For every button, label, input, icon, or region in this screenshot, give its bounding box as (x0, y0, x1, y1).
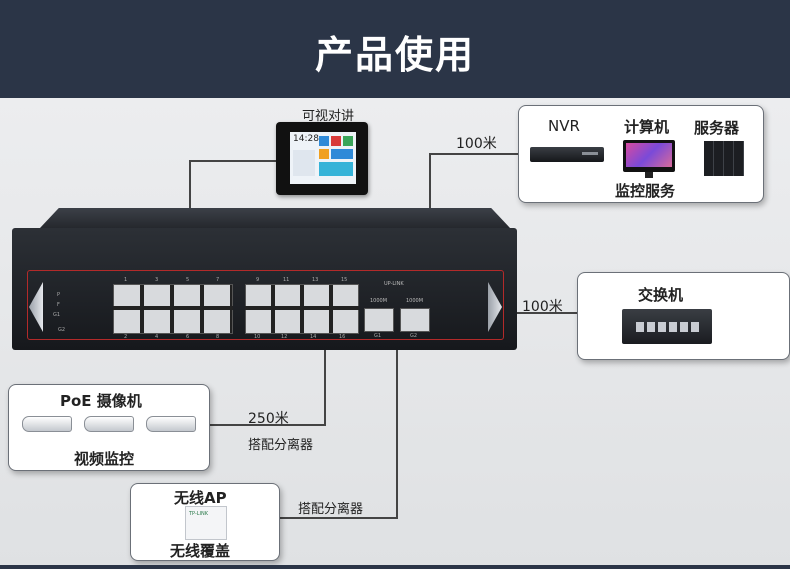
bottom-border (0, 565, 790, 569)
intercom-label: 可视对讲 (302, 109, 355, 124)
port-number: 15 (341, 277, 348, 283)
intercom-tile (319, 162, 353, 176)
port-number: 7 (216, 277, 220, 283)
port-number: 12 (281, 334, 288, 340)
port-number: 5 (186, 277, 190, 283)
computer-label: 计算机 (624, 118, 670, 136)
monitor-stand-icon (645, 172, 653, 178)
wire-ap-v (396, 350, 398, 519)
camera-label: PoE 摄像机 (60, 392, 142, 410)
title-banner: 产品使用 (0, 0, 790, 98)
server-distance: 100米 (456, 136, 497, 152)
switch-port-frame (27, 270, 504, 340)
switch-label: 交换机 (638, 286, 684, 304)
uplink-number: G2 (410, 333, 418, 339)
switch-icon (622, 309, 712, 344)
wire-intercom-h (189, 160, 278, 162)
ap-splitter-note: 搭配分离器 (298, 502, 364, 517)
port-number: 10 (254, 334, 261, 340)
port-number: 2 (124, 334, 128, 340)
intercom-tile (331, 149, 353, 159)
port-block-left-divider (113, 306, 233, 310)
led-label: G1 (53, 312, 61, 318)
intercom-device: 14:28 (276, 122, 368, 195)
wire-ap-h (279, 517, 398, 519)
intercom-tile (319, 149, 329, 159)
camera-splitter-note: 搭配分离器 (248, 438, 314, 453)
intercom-time: 14:28 (293, 134, 319, 144)
camera-icon (84, 416, 134, 432)
camera-icon (22, 416, 72, 432)
ap-brand-text: TP-LINK (189, 511, 209, 517)
wireless-coverage-caption: 无线覆盖 (170, 542, 231, 560)
uplink-speed-label: 1000M (370, 298, 388, 304)
port-number: 16 (339, 334, 346, 340)
led-label: P (57, 292, 61, 298)
port-number: 8 (216, 334, 220, 340)
video-monitoring-caption: 视频监控 (74, 450, 135, 468)
nvr-icon (530, 147, 604, 162)
intercom-tile (343, 136, 353, 146)
uplink-number: G1 (374, 333, 382, 339)
uplink-speed-label: 1000M (406, 298, 424, 304)
wire-server-v (429, 153, 431, 208)
port-number: 4 (155, 334, 159, 340)
switch-top-panel (40, 208, 510, 228)
intercom-tile (293, 150, 315, 176)
port-number: 1 (124, 277, 128, 283)
uplink-port-g1 (364, 308, 394, 332)
server-label: 服务器 (694, 119, 740, 137)
led-label: G2 (58, 327, 66, 333)
server-rack-icon (704, 141, 744, 176)
intercom-screen: 14:28 (290, 132, 356, 184)
port-number: 11 (283, 277, 290, 283)
wire-switch-h (517, 312, 579, 314)
monitoring-service-caption: 监控服务 (615, 182, 676, 200)
uplink-label: UP-LINK (384, 281, 404, 287)
uplink-port-g2 (400, 308, 430, 332)
wire-intercom-v (189, 160, 191, 208)
intercom-tile (319, 136, 329, 146)
wire-camera-h (209, 424, 326, 426)
port-number: 14 (310, 334, 317, 340)
port-number: 9 (256, 277, 260, 283)
camera-icon (146, 416, 196, 432)
nvr-label: NVR (548, 117, 580, 135)
port-number: 3 (155, 277, 159, 283)
ap-label: 无线AP (174, 489, 227, 507)
camera-distance: 250米 (248, 411, 289, 427)
page-title: 产品使用 (314, 33, 475, 77)
led-label: F (57, 302, 60, 308)
port-block-right-divider (245, 306, 359, 310)
switch-distance: 100米 (522, 299, 563, 315)
monitor-icon (623, 140, 675, 172)
ap-device-icon: TP-LINK (185, 506, 227, 540)
port-number: 6 (186, 334, 190, 340)
intercom-tile (331, 136, 341, 146)
port-number: 13 (312, 277, 319, 283)
wire-server-h (429, 153, 521, 155)
wire-camera-v (324, 350, 326, 426)
